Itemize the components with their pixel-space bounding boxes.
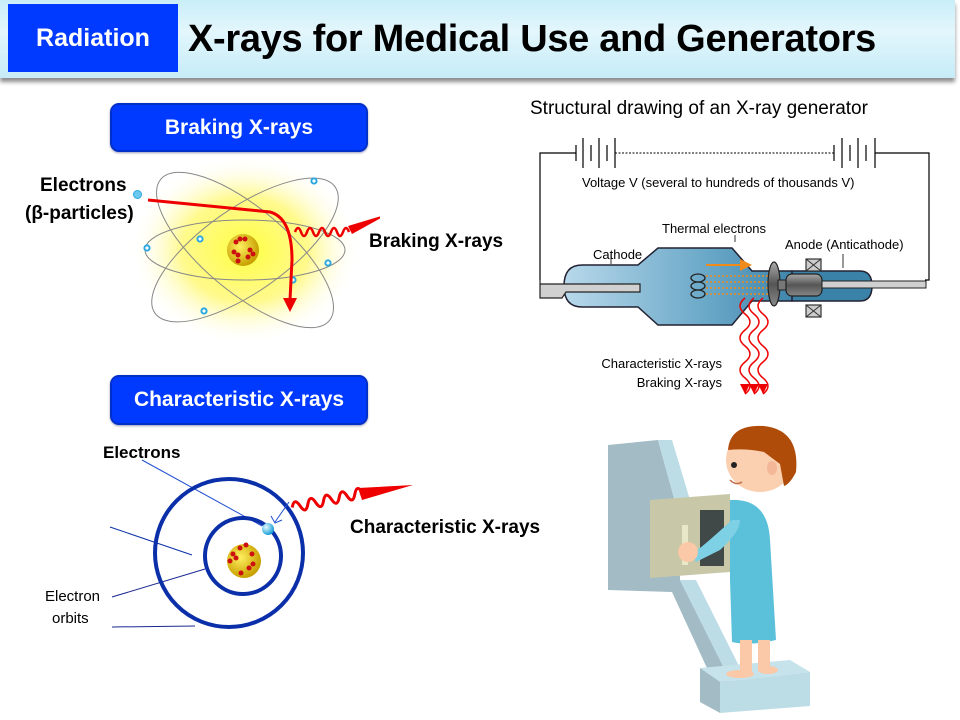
orbit-electron-icon (262, 523, 274, 535)
page-title: X-rays for Medical Use and Generators (188, 18, 876, 60)
characteristic-xray-label: Characteristic X-rays (350, 517, 541, 538)
output-characteristic-label: Characteristic X-rays (601, 356, 722, 371)
braking-atom-diagram (130, 160, 380, 340)
electron-orbits-label-line2: orbits (52, 610, 89, 627)
braking-xrays-heading: Braking X-rays (110, 103, 368, 152)
characteristic-electrons-label: Electrons (103, 443, 181, 462)
slide-header: Radiation X-rays for Medical Use and Gen… (0, 0, 955, 78)
category-tag: Radiation (8, 4, 178, 72)
output-braking-label: Braking X-rays (636, 375, 722, 390)
braking-xray-label: Braking X-rays (369, 231, 504, 252)
anode-label: Anode (Anticathode) (785, 237, 904, 252)
cathode-label: Cathode (593, 247, 643, 262)
electron-orbits-label-line1: Electron (45, 588, 101, 605)
xray-generator-diagram (539, 138, 930, 395)
patient-xray-illustration (608, 425, 810, 713)
incoming-electron-icon (133, 190, 142, 199)
generator-title: Structural drawing of an X-ray generator (530, 98, 868, 119)
thermal-electrons-label: Thermal electrons (662, 221, 767, 236)
characteristic-xrays-heading: Characteristic X-rays (110, 375, 368, 425)
braking-electrons-label: Electrons (40, 175, 127, 196)
characteristic-atom-diagram (109, 459, 413, 629)
voltage-label: Voltage V (several to hundreds of thousa… (582, 175, 855, 190)
braking-beta-particles-label: (β-particles) (25, 203, 134, 224)
